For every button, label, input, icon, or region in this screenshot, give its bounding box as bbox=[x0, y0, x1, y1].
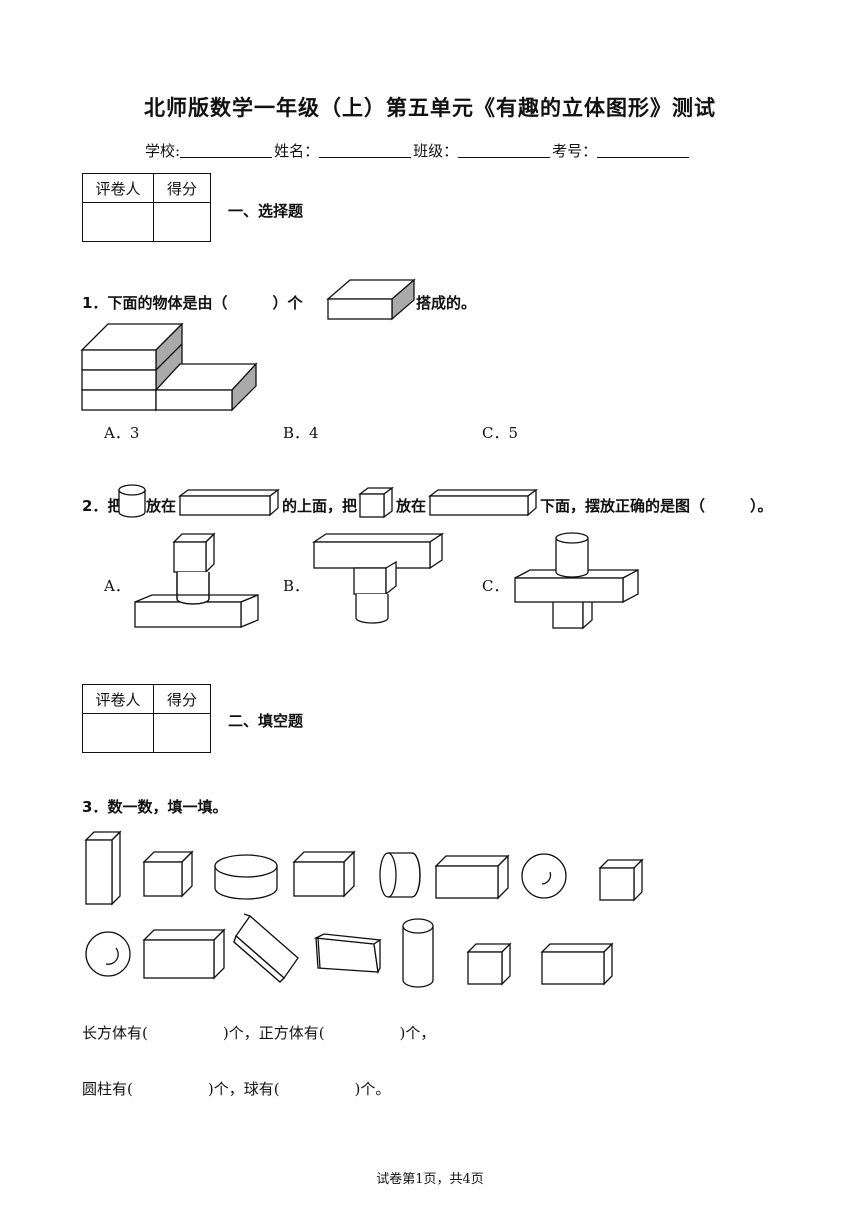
question-2-text-2: 放在 bbox=[146, 497, 177, 515]
option-b[interactable]: B． bbox=[283, 577, 310, 595]
option-a[interactable]: A． bbox=[104, 577, 130, 595]
cube-shape bbox=[142, 850, 194, 898]
question-1-prompt: 1．下面的物体是由（ ）个 bbox=[82, 292, 302, 313]
stacked-cuboids-figure bbox=[80, 322, 258, 412]
name-label: 姓名： bbox=[274, 142, 320, 160]
question-2-text-4: 放在 bbox=[396, 497, 427, 515]
page-title: 北师版数学一年级（上）第五单元《有趣的立体图形》测试 bbox=[144, 96, 716, 120]
sphere-shape bbox=[85, 931, 131, 977]
cuboid-shape bbox=[540, 942, 614, 986]
option-a[interactable]: A．3 bbox=[104, 424, 140, 442]
score-cell[interactable] bbox=[153, 713, 211, 753]
grader-header: 评卷人 bbox=[82, 684, 154, 714]
tilted-cuboid-shape bbox=[313, 933, 382, 975]
class-blank[interactable] bbox=[458, 143, 551, 158]
fill-line-1[interactable]: 长方体有( )个，正方体有( )个， bbox=[82, 1024, 436, 1042]
school-blank[interactable] bbox=[180, 143, 273, 158]
section-heading-choice: 一、选择题 bbox=[228, 202, 304, 220]
tall-cuboid-shape bbox=[84, 830, 122, 906]
score-header: 得分 bbox=[153, 173, 211, 203]
cuboid-shape bbox=[292, 850, 356, 898]
sphere-shape bbox=[521, 853, 567, 899]
score-cell[interactable] bbox=[153, 202, 211, 242]
question-2-text-3: 的上面，把 bbox=[282, 497, 358, 515]
exam-no-blank[interactable] bbox=[597, 143, 690, 158]
cube-shape bbox=[598, 858, 644, 902]
score-table-2: 评卷人 得分 bbox=[82, 684, 211, 753]
student-info-line: 学校: 姓名： 班级： 考号： bbox=[145, 140, 691, 161]
option-b[interactable]: B．4 bbox=[283, 424, 319, 442]
cylinder-icon bbox=[118, 484, 146, 518]
question-2-text-5: 下面，摆放正确的是图（ ）。 bbox=[540, 497, 773, 515]
option-c[interactable]: C． bbox=[482, 577, 509, 595]
class-label: 班级： bbox=[413, 142, 459, 160]
option-c-figure bbox=[514, 532, 639, 630]
page-footer: 试卷第1页，共4页 bbox=[376, 1172, 484, 1187]
question-number: 1． bbox=[82, 294, 108, 312]
section-heading-fill: 二、填空题 bbox=[228, 712, 304, 730]
long-cuboid-icon bbox=[428, 488, 538, 517]
question-1-suffix: 搭成的。 bbox=[416, 294, 477, 312]
grader-header: 评卷人 bbox=[82, 173, 154, 203]
long-cuboid-icon bbox=[178, 488, 280, 517]
cuboid-shape bbox=[434, 854, 510, 900]
question-3-prompt: 3．数一数，填一填。 bbox=[82, 798, 228, 816]
cube-icon bbox=[358, 486, 394, 519]
cube-shape bbox=[466, 942, 512, 986]
school-label: 学校: bbox=[145, 142, 181, 160]
cuboid-shape bbox=[142, 928, 226, 980]
name-blank[interactable] bbox=[319, 143, 412, 158]
flat-cylinder-shape bbox=[214, 854, 278, 900]
option-b-figure bbox=[311, 532, 445, 624]
horizontal-cylinder-shape bbox=[379, 852, 421, 898]
exam-no-label: 考号： bbox=[552, 142, 598, 160]
score-table-1: 评卷人 得分 bbox=[82, 173, 211, 242]
tilted-cuboid-shape bbox=[233, 913, 299, 983]
flat-cuboid-figure bbox=[326, 278, 416, 321]
grader-cell[interactable] bbox=[82, 713, 154, 753]
tall-cylinder-shape bbox=[402, 918, 434, 988]
grader-cell[interactable] bbox=[82, 202, 154, 242]
option-c[interactable]: C．5 bbox=[482, 424, 519, 442]
fill-line-2[interactable]: 圆柱有( )个，球有( )个。 bbox=[82, 1080, 391, 1098]
option-a-figure bbox=[134, 532, 259, 628]
score-header: 得分 bbox=[153, 684, 211, 714]
question-text: 下面的物体是由（ ）个 bbox=[107, 294, 303, 312]
